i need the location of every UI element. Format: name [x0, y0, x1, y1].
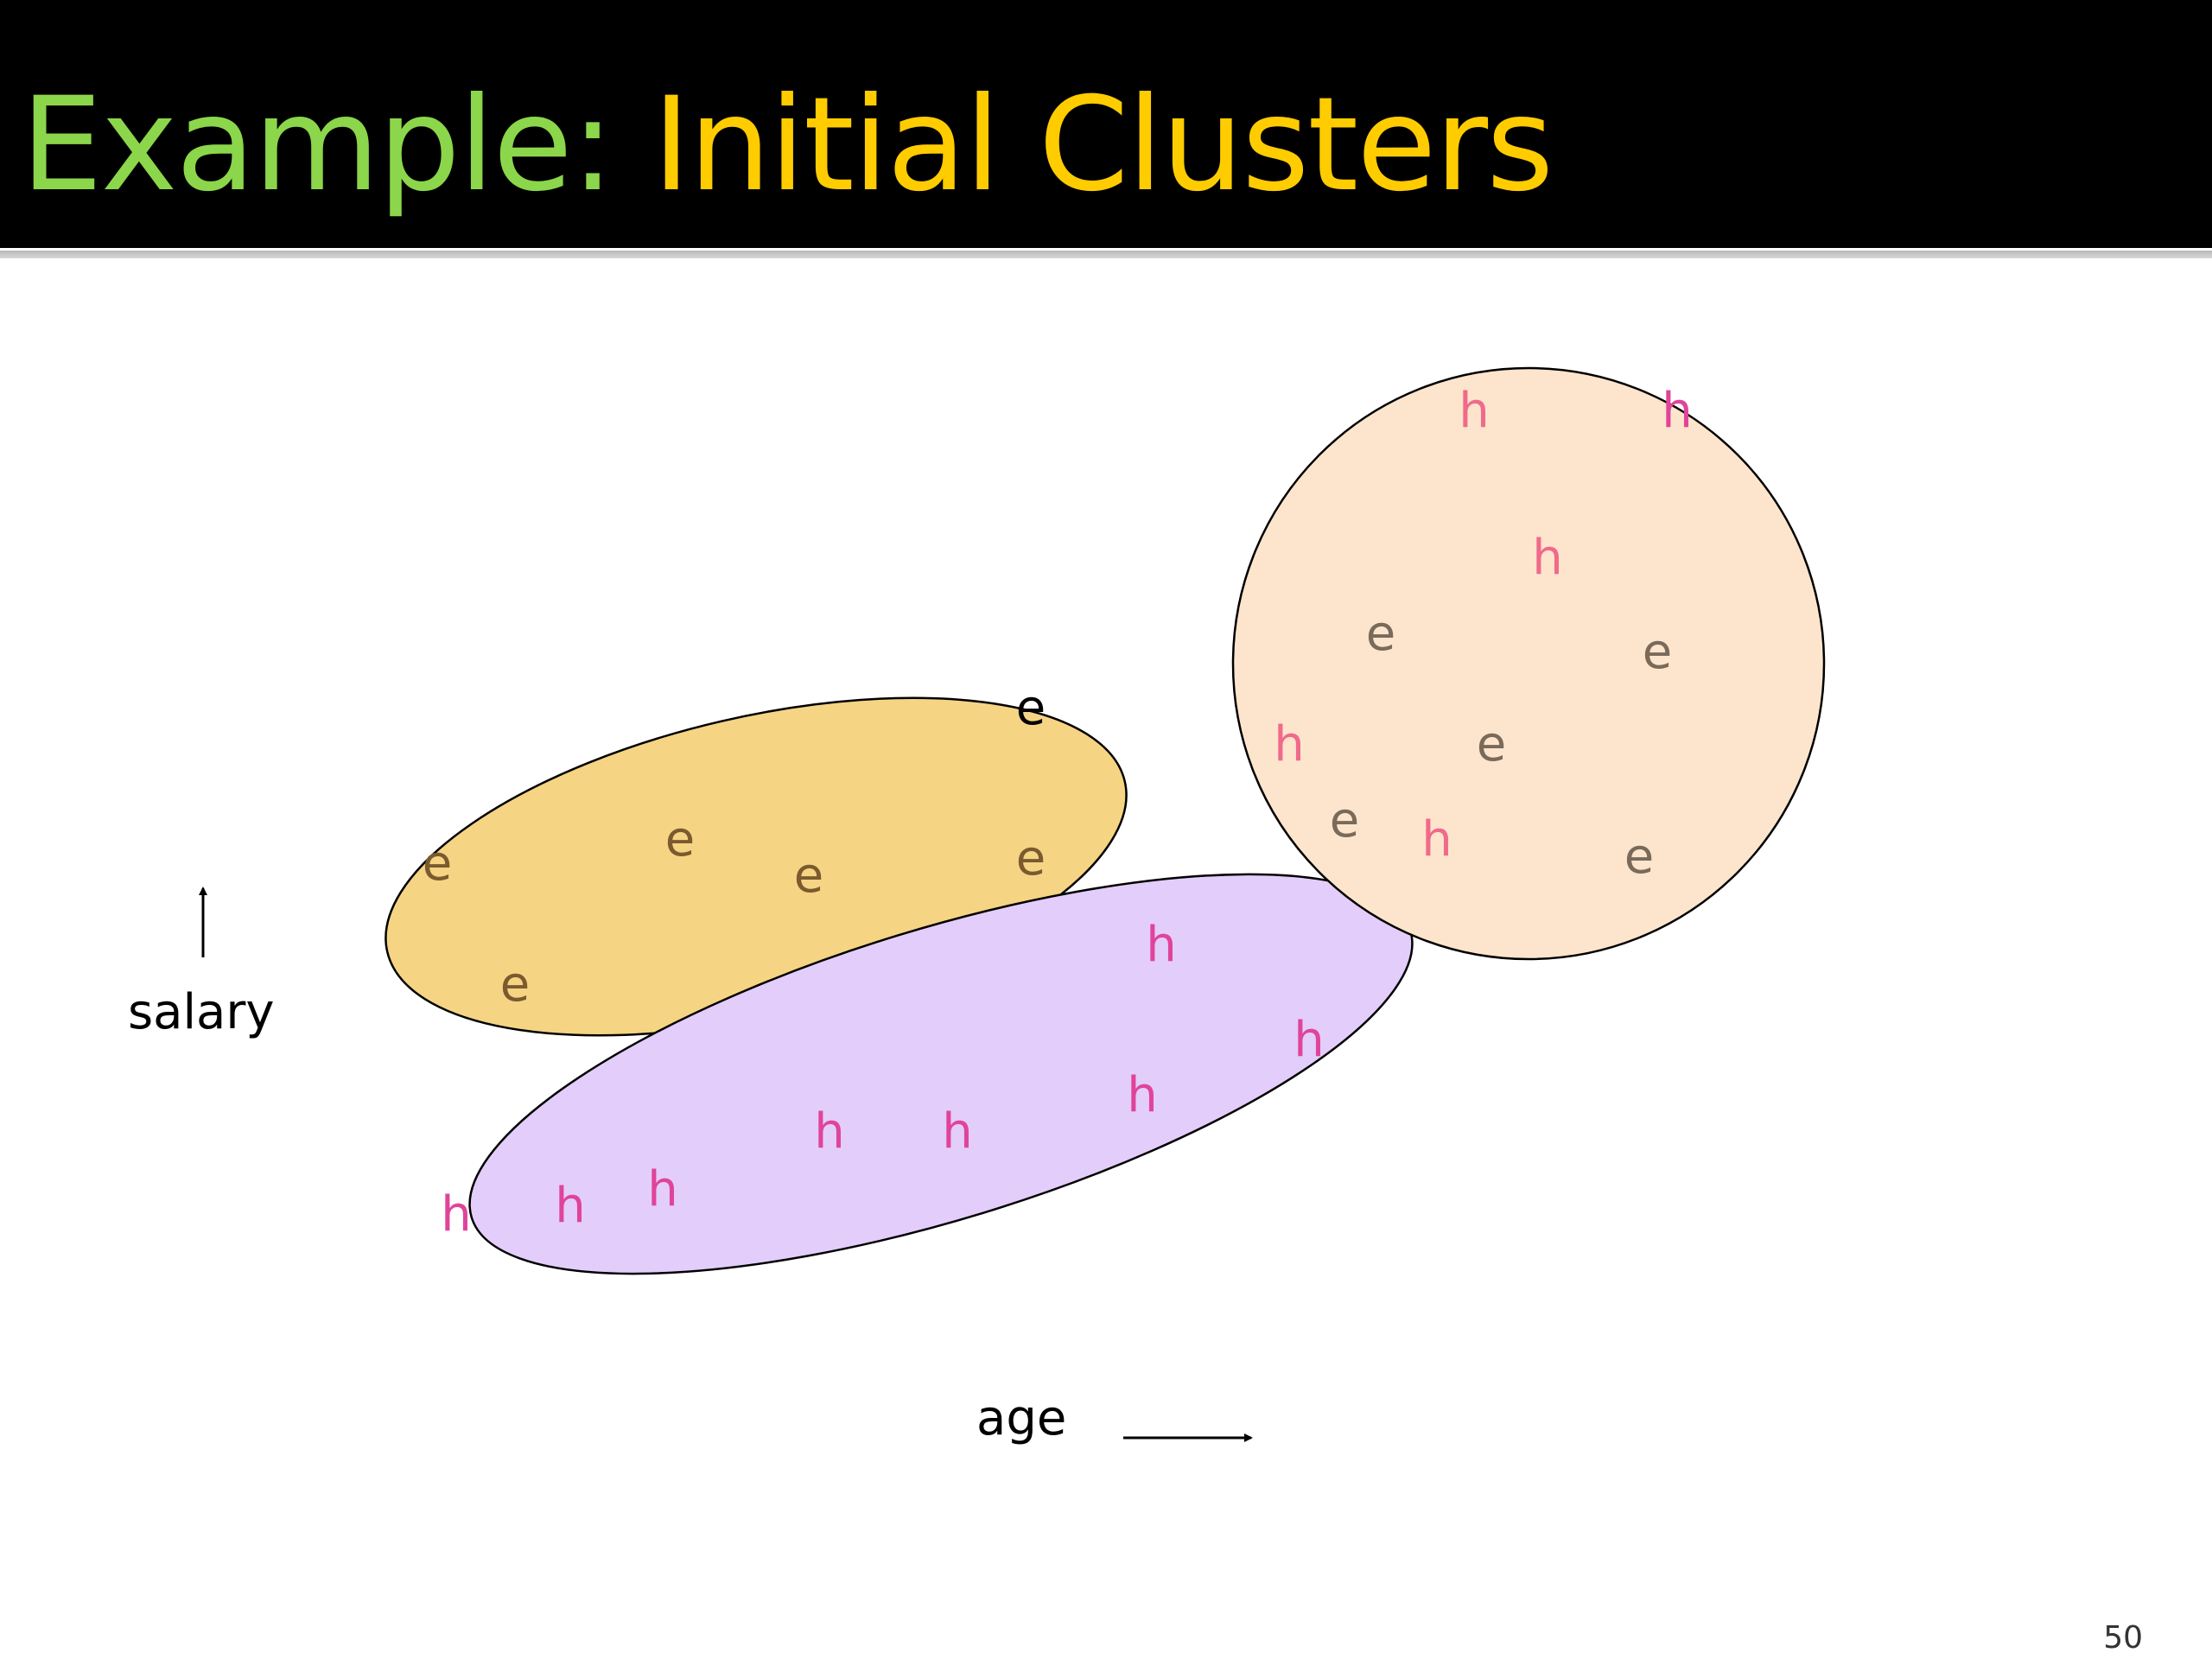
point-h: h — [555, 1178, 586, 1234]
point-e: e — [1016, 680, 1046, 736]
title-bar — [0, 0, 2212, 248]
point-h: h — [1532, 530, 1563, 586]
point-e: e — [1016, 830, 1046, 887]
point-h: h — [647, 1161, 678, 1217]
point-e: e — [665, 811, 695, 868]
point-h: h — [1662, 383, 1693, 439]
point-h: h — [1146, 917, 1177, 973]
point-h: h — [1127, 1067, 1158, 1123]
cluster-mixed — [1231, 366, 1826, 961]
title-rule — [0, 248, 2212, 258]
title-prefix: Example: — [21, 70, 614, 220]
page-number: 50 — [2103, 1620, 2143, 1656]
point-h: h — [942, 1103, 973, 1160]
point-h: h — [814, 1103, 845, 1160]
point-e: e — [794, 848, 823, 904]
point-e: e — [1330, 792, 1359, 849]
point-e: e — [423, 836, 452, 892]
point-h: h — [1459, 383, 1490, 439]
point-e: e — [1624, 829, 1654, 885]
point-h: h — [1274, 716, 1305, 772]
point-e: e — [1477, 716, 1506, 772]
point-h: h — [1421, 811, 1452, 868]
point-e: e — [1643, 624, 1672, 680]
point-h: h — [1294, 1012, 1325, 1068]
slide-title: Example: Initial Clusters — [21, 67, 1554, 223]
point-e: e — [1366, 606, 1395, 662]
point-h: h — [441, 1186, 472, 1243]
salary-label: salary — [128, 984, 275, 1040]
title-main: Initial Clusters — [652, 70, 1554, 220]
point-e: e — [500, 957, 530, 1013]
age-label: age — [976, 1390, 1066, 1446]
